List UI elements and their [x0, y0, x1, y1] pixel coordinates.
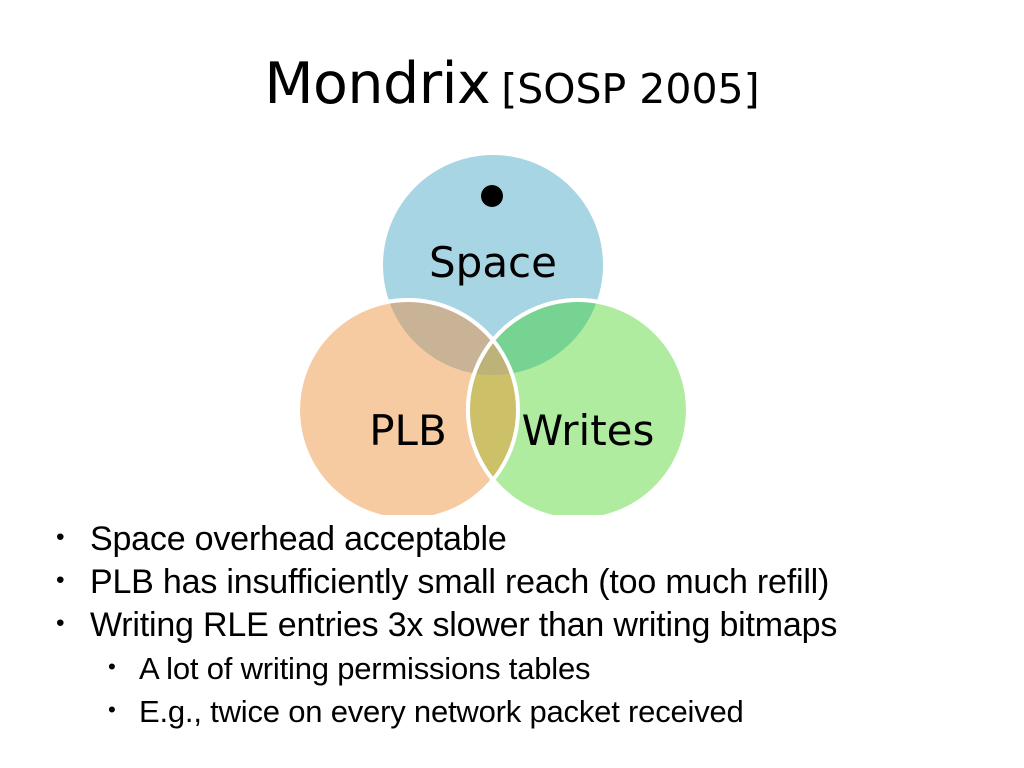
- venn-diagram: Space PLB Writes: [288, 150, 698, 515]
- venn-overlap-space-plb: [383, 300, 518, 375]
- slide-title: Mondrix[SOSP 2005]: [0, 56, 1024, 113]
- venn-diagram-graphic: [296, 155, 690, 515]
- bullet-item: • PLB has insufficiently small reach (to…: [56, 561, 986, 604]
- bullet-item: • Writing RLE entries 3x slower than wri…: [56, 604, 986, 647]
- title-citation-text: [SOSP 2005]: [501, 65, 760, 113]
- bullet-marker-icon: •: [108, 654, 116, 680]
- bullet-marker-icon: •: [108, 697, 116, 723]
- venn-label-writes: Writes: [521, 406, 655, 455]
- bullet-text: Writing RLE entries 3x slower than writi…: [90, 606, 838, 644]
- venn-outline-plb: [296, 298, 520, 515]
- venn-label-space: Space: [429, 238, 557, 287]
- venn-overlap-space-writes: [468, 300, 603, 375]
- venn-outline-writes: [466, 298, 690, 515]
- bullet-marker-icon: •: [56, 523, 65, 551]
- bullet-marker-icon: •: [56, 609, 65, 637]
- bullet-marker-icon: •: [56, 566, 65, 594]
- bullet-text: A lot of writing permissions tables: [139, 651, 591, 686]
- sub-bullet-item: • A lot of writing permissions tables: [56, 647, 986, 690]
- sub-bullet-item: • E.g., twice on every network packet re…: [56, 690, 986, 733]
- title-main-text: Mondrix: [264, 51, 491, 117]
- bullet-text: Space overhead acceptable: [90, 520, 507, 558]
- bullet-list: • Space overhead acceptable • PLB has in…: [56, 518, 986, 733]
- bullet-text: E.g., twice on every network packet rece…: [139, 694, 744, 729]
- space-dot-icon: [481, 185, 503, 207]
- venn-label-plb: PLB: [369, 406, 447, 455]
- bullet-item: • Space overhead acceptable: [56, 518, 986, 561]
- bullet-text: PLB has insufficiently small reach (too …: [90, 563, 830, 601]
